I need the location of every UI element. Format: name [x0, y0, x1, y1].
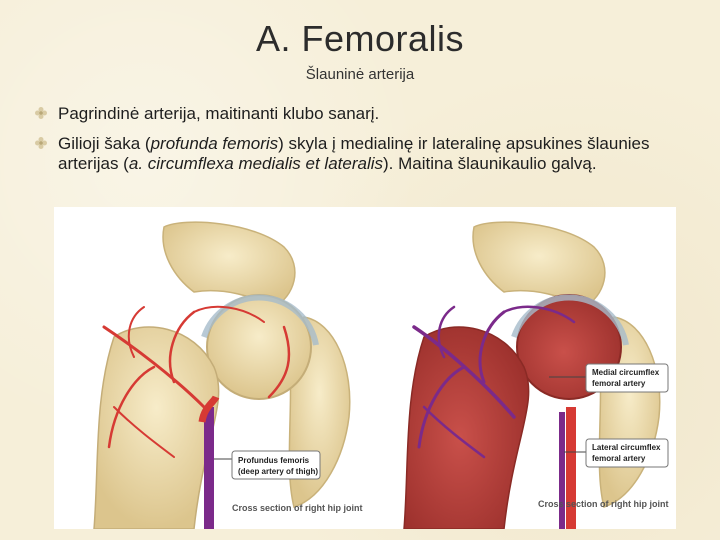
lateral-callout-line1: Lateral circumflex: [592, 443, 661, 452]
profundus-callout: Profundus femoris (deep artery of thigh): [214, 450, 321, 480]
lateral-circumflex-callout: Lateral circumflex femoral artery: [564, 438, 669, 468]
bullet-item: Gilioji šaka (profunda femoris) skyla į …: [34, 134, 694, 174]
artery-branches: [102, 305, 291, 458]
hip-joint-illustration: Profundus femoris (deep artery of thigh)…: [93, 221, 669, 529]
medial-circumflex-callout: Medial circumflex femoral artery: [549, 363, 669, 393]
left-hip-panel: Profundus femoris (deep artery of thigh)…: [93, 221, 363, 529]
joint-cartilage: [201, 294, 319, 346]
bullet-text: Pagrindinė arterija, maitinanti klubo sa…: [58, 104, 380, 123]
lateral-callout-line2: femoral artery: [592, 454, 646, 463]
profundus-callout-line1: Profundus femoris: [238, 456, 310, 465]
anatomy-figure: Profundus femoris (deep artery of thigh)…: [54, 207, 676, 529]
medial-callout-line1: Medial circumflex: [592, 368, 660, 377]
bullet-flower-icon: [35, 107, 47, 119]
bullet-text-part: ). Maitina šlaunikaulio galvą.: [383, 154, 597, 173]
joint-cartilage: [511, 294, 629, 346]
bullet-list: Pagrindinė arterija, maitinanti klubo sa…: [34, 104, 694, 184]
pelvis-bone: [472, 221, 606, 308]
slide-title: A. Femoralis: [255, 18, 465, 59]
slide-subtitle: Šlauninė arterija: [305, 66, 415, 83]
bullet-term-profunda: profunda femoris: [150, 134, 279, 153]
bullet-flower-icon: [35, 137, 47, 149]
circumflex-branches: [412, 305, 576, 459]
femoral-artery-trunk: [198, 395, 220, 423]
right-hip-panel: Medial circumflex femoral artery Lateral…: [403, 221, 669, 529]
femur-shaft: [403, 326, 530, 529]
medial-callout-line2: femoral artery: [592, 379, 646, 388]
left-panel-caption: Cross section of right hip joint: [232, 503, 363, 513]
right-panel-caption: Cross section of right hip joint: [538, 499, 669, 509]
bullet-item: Pagrindinė arterija, maitinanti klubo sa…: [34, 104, 694, 124]
pelvis-bone: [162, 221, 296, 308]
bullet-term-circumflexa: a. circumflexa medialis et lateralis: [128, 154, 384, 173]
profundus-callout-line2: (deep artery of thigh): [238, 467, 318, 476]
bullet-text-part: Gilioji šaka (: [58, 134, 151, 153]
bullet-text-part: ) skyla į medialinę ir lateralinę apsuki…: [58, 134, 650, 173]
